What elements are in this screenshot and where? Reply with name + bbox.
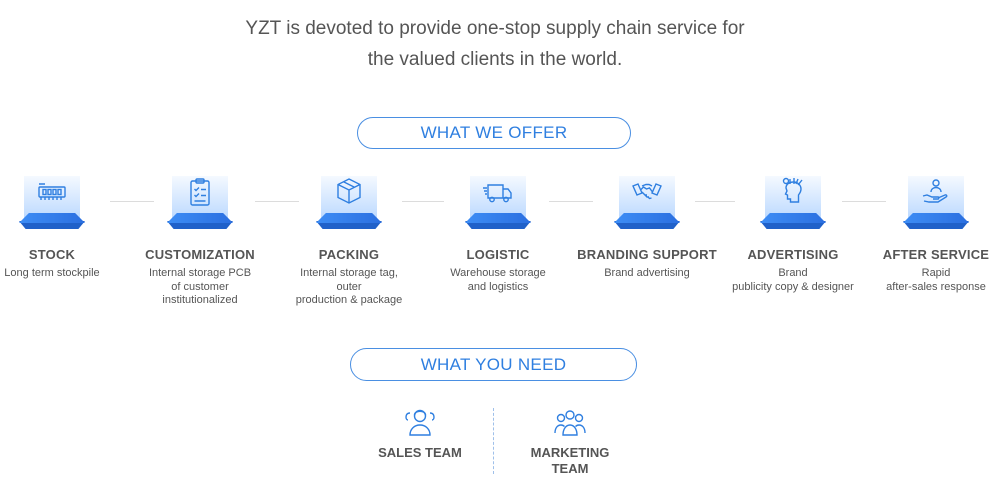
creative-head-icon xyxy=(782,177,803,203)
connector-line xyxy=(110,201,154,202)
item-title: ADVERTISING xyxy=(747,247,839,262)
box-icon xyxy=(337,178,361,204)
handshake-icon xyxy=(632,183,662,200)
connector-line xyxy=(255,201,299,202)
item-description: Internal storage PCB of customer institu… xyxy=(148,267,252,306)
item-title: LOGISTIC xyxy=(466,247,530,262)
need-title: SALES TEAM xyxy=(378,445,462,460)
offer-item-logistic: LOGISTIC Warehouse storage and logistics xyxy=(418,174,578,294)
offer-item-stock: STOCK Long term stockpile xyxy=(0,174,132,281)
connector-line xyxy=(842,201,886,202)
item-description: Internal storage tag, outer production &… xyxy=(295,267,403,306)
divider xyxy=(493,408,494,474)
sales-team-icon xyxy=(405,409,435,436)
what-you-need-heading: WHAT YOU NEED xyxy=(350,348,637,381)
need-item-marketing-team: MARKETING TEAM xyxy=(500,405,640,477)
clipboard-checklist-icon xyxy=(190,178,210,206)
what-we-offer-heading: WHAT WE OFFER xyxy=(357,117,631,149)
item-title: CUSTOMIZATION xyxy=(145,247,255,262)
item-title: STOCK xyxy=(28,247,76,262)
item-description: Long term stockpile xyxy=(4,267,100,279)
intro-text: YZT is devoted to provide one-stop suppl… xyxy=(0,13,990,75)
intro-line-2: the valued clients in the world. xyxy=(367,49,623,70)
delivery-truck-icon xyxy=(483,184,512,203)
item-title: BRANDING SUPPORT xyxy=(577,247,717,262)
connector-line xyxy=(402,201,444,202)
intro-line-1: YZT is devoted to provide one-stop suppl… xyxy=(245,18,745,39)
item-description: Rapid after-sales response xyxy=(886,267,986,293)
item-title: AFTER SERVICE xyxy=(882,247,990,262)
offer-item-branding-support: BRANDING SUPPORT Brand advertising xyxy=(567,174,727,281)
marketing-team-icon xyxy=(554,410,586,436)
need-item-sales-team: SALES TEAM xyxy=(350,405,490,461)
offer-item-after-service: AFTER SERVICE Rapid after-sales response xyxy=(856,174,990,294)
offer-item-advertising: ADVERTISING Brand publicity copy & desig… xyxy=(713,174,873,294)
need-title: MARKETING TEAM xyxy=(530,445,610,476)
item-description: Brand advertising xyxy=(604,267,690,279)
connector-line xyxy=(695,201,735,202)
item-title: PACKING xyxy=(318,247,380,262)
item-description: Warehouse storage and logistics xyxy=(450,267,546,293)
connector-line xyxy=(549,201,593,202)
offer-item-customization: CUSTOMIZATION Internal storage PCB of cu… xyxy=(120,174,280,308)
hand-user-icon xyxy=(922,179,948,203)
memory-chip-icon xyxy=(38,183,66,200)
offer-item-packing: PACKING Internal storage tag, outer prod… xyxy=(269,174,429,308)
item-description: Brand publicity copy & designer xyxy=(732,267,854,293)
